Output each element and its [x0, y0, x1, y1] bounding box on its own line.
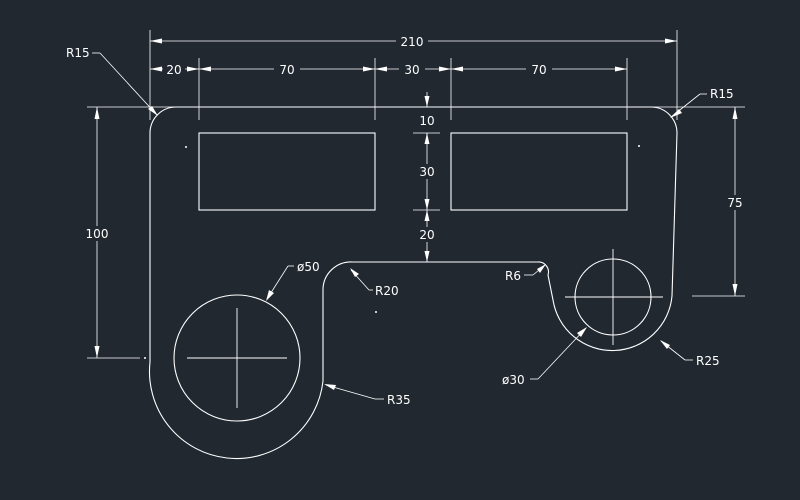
- dim-30-gap: 30: [404, 63, 419, 77]
- arrowhead: [350, 268, 359, 277]
- dim-30-height: 30: [419, 165, 434, 179]
- label-r6: R6: [505, 269, 521, 283]
- dim-20-gap: 20: [419, 228, 434, 242]
- ref-dot: [375, 311, 377, 313]
- label-r25: R25: [696, 354, 720, 368]
- arrowhead: [451, 66, 463, 72]
- label-r15-left: R15: [66, 46, 90, 60]
- arrowhead: [577, 327, 587, 337]
- dim-70-right: 70: [531, 63, 546, 77]
- arrowhead: [199, 66, 211, 72]
- label-r15-right: R15: [710, 87, 734, 101]
- arrowhead: [150, 66, 162, 72]
- arrowhead: [424, 210, 430, 221]
- arrowhead: [424, 96, 430, 107]
- arrowhead: [732, 107, 738, 119]
- ref-dot: [144, 357, 146, 359]
- arrowhead: [375, 66, 387, 72]
- leader-d30: [537, 327, 587, 380]
- arrowhead: [670, 109, 682, 118]
- label-r35: R35: [387, 393, 411, 407]
- arrowhead: [665, 38, 677, 44]
- arrowhead: [615, 66, 627, 72]
- label-d50: ø50: [297, 260, 320, 274]
- ref-dot: [185, 146, 187, 148]
- ref-dot: [638, 145, 640, 147]
- arrowhead: [363, 66, 375, 72]
- arrowhead: [324, 384, 336, 390]
- dim-70-left: 70: [279, 63, 294, 77]
- arrowhead: [94, 346, 100, 358]
- arrowhead: [424, 251, 430, 262]
- arrowhead: [439, 66, 451, 72]
- arrowhead: [187, 66, 199, 72]
- arrowhead: [660, 340, 670, 349]
- leader-r15-left: [99, 52, 158, 116]
- arrowhead: [732, 284, 738, 296]
- dim-100: 100: [86, 227, 109, 241]
- dim-210: 210: [401, 35, 424, 49]
- right-window: [450, 132, 628, 211]
- dim-20-left: 20: [166, 63, 181, 77]
- label-d30: ø30: [502, 373, 525, 387]
- large-hole: [173, 294, 301, 422]
- arrowhead: [148, 106, 158, 116]
- arrowhead: [537, 264, 546, 273]
- arrowhead: [150, 38, 162, 44]
- label-r20: R20: [375, 284, 399, 298]
- dim-75: 75: [727, 196, 742, 210]
- left-window: [198, 132, 376, 211]
- arrowhead: [424, 199, 430, 210]
- arrowhead: [94, 107, 100, 119]
- part-outline: [148, 106, 678, 460]
- arrowhead: [266, 290, 274, 301]
- dim-10: 10: [419, 114, 434, 128]
